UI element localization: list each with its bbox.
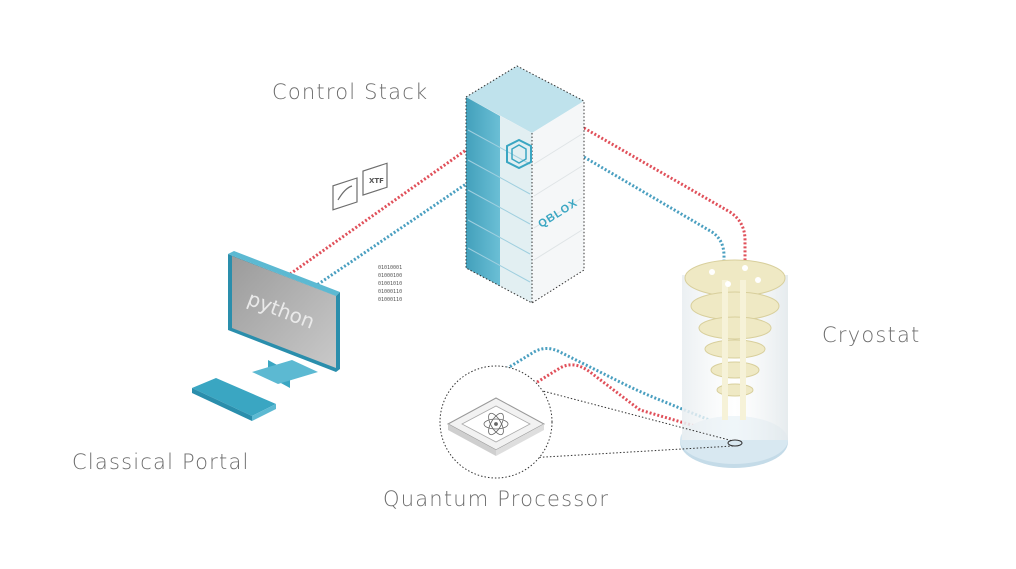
binary-line: 01000110 (378, 289, 402, 295)
cryostat-label: Cryostat (822, 323, 921, 347)
quantum-processor-label: Quantum Processor (383, 487, 610, 511)
xtf-label: XTF (369, 177, 384, 185)
control-stack-label: Control Stack (272, 80, 429, 104)
control-stack-rack: QBLOX (465, 65, 585, 304)
binary-line: 01001010 (378, 281, 402, 287)
quantum-processor-chip (439, 365, 734, 479)
binary-data: 01010001 01000100 01001010 01000110 0100… (378, 265, 402, 303)
cable-stack-to-cryostat (583, 126, 747, 265)
atom-icon (483, 412, 509, 436)
xtf-instrument-icon: XTF (362, 162, 388, 196)
binary-line: 01010001 (378, 265, 402, 271)
classical-portal-computer: python (192, 251, 340, 421)
classical-portal-label: Classical Portal (72, 450, 250, 474)
cable-cryostat-to-processor (487, 347, 737, 440)
binary-line: 01000100 (378, 273, 402, 279)
binary-line: 01000110 (378, 297, 402, 303)
oscilloscope-icon (332, 177, 358, 211)
cable-portal-to-stack (289, 148, 467, 291)
qblox-cube-icon (506, 138, 532, 170)
cryostat (680, 259, 788, 468)
